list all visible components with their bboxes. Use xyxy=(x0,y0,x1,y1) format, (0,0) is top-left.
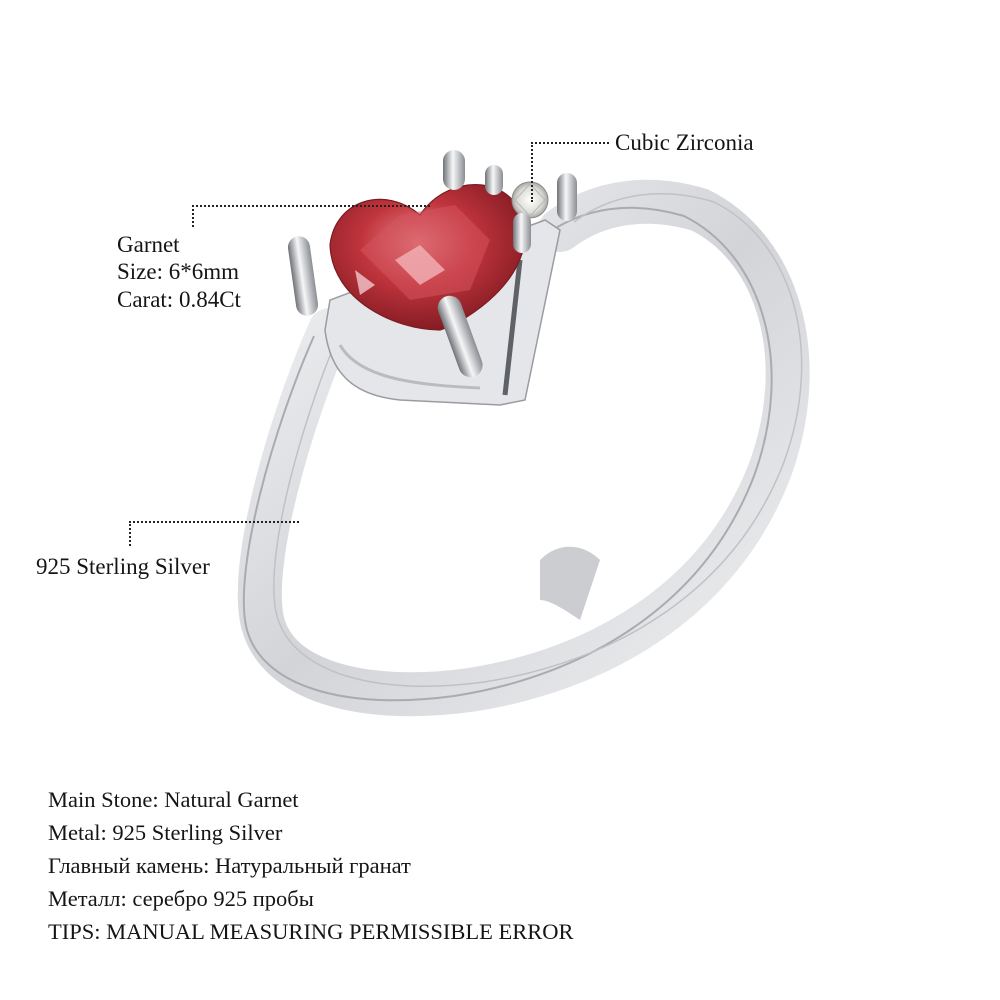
spec-main-stone-ru: Главный камень: Натуральный гранат xyxy=(48,853,411,878)
garnet-size-label: Size: 6*6mm xyxy=(117,259,240,284)
spec-tips: TIPS: MANUAL MEASURING PERMISSIBLE ERROR xyxy=(48,919,574,944)
spec-metal-ru: Металл: серебро 925 пробы xyxy=(48,886,314,911)
spec-main-stone: Main Stone: Natural Garnet xyxy=(48,787,299,812)
prongs xyxy=(287,150,577,378)
garnet-name-label: Garnet xyxy=(117,232,180,257)
garnet-leader-horizontal xyxy=(192,205,430,207)
garnet-carat-label: Carat: 0.84Ct xyxy=(117,287,241,312)
metal-leader-vertical xyxy=(129,521,131,546)
cubic-zirconia-stone xyxy=(511,181,549,219)
cubic-zirconia-leader-horizontal xyxy=(531,142,609,144)
cubic-zirconia-leader-vertical xyxy=(531,142,533,202)
metal-leader-horizontal xyxy=(129,521,299,523)
metal-label: 925 Sterling Silver xyxy=(36,554,210,579)
spec-list: Main Stone: Natural Garnet Metal: 925 St… xyxy=(48,783,573,948)
garnet-leader-vertical xyxy=(192,205,194,227)
spec-metal: Metal: 925 Sterling Silver xyxy=(48,820,283,845)
cubic-zirconia-label: Cubic Zirconia xyxy=(615,130,754,155)
